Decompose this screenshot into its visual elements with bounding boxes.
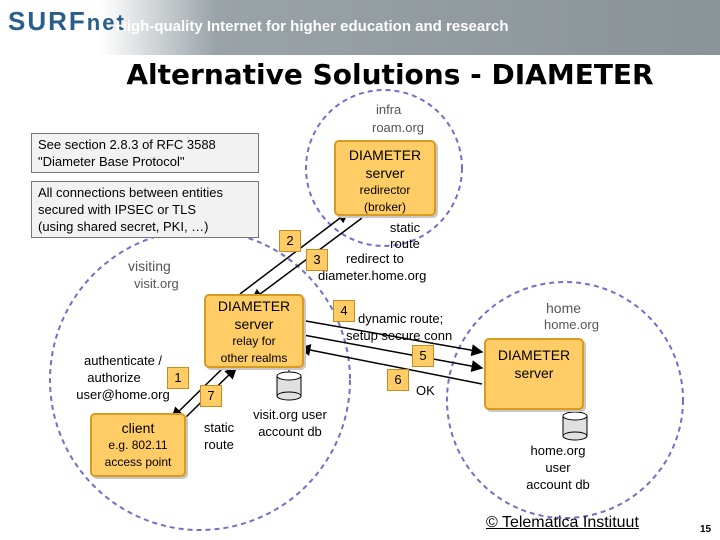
dynamic-route-label-1: dynamic route; — [358, 311, 444, 326]
broker-title-2: server — [365, 165, 405, 181]
static-route-infra-label: static route — [380, 220, 430, 252]
copyright-link[interactable]: © Telematica Instituut — [486, 514, 639, 531]
rfc-note: See section 2.8.3 of RFC 3588 "Diameter … — [31, 133, 259, 173]
static-route-infra-line1: static — [389, 220, 421, 235]
slide-title: Alternative Solutions - DIAMETER — [126, 58, 654, 91]
visit-title-2: server — [234, 316, 274, 332]
auth-line1: authenticate / — [83, 353, 163, 368]
visit-db-line2: account db — [258, 424, 322, 439]
logo-suffix: net — [86, 10, 126, 35]
step-7-badge: 7 — [200, 385, 222, 407]
security-note-line2: secured with IPSEC or TLS — [38, 202, 196, 217]
client-node[interactable]: client e.g. 802.11 access point — [90, 413, 186, 477]
home-db-line1: home.org — [530, 443, 586, 458]
page-number: 15 — [700, 524, 712, 535]
infra-domain-circle — [305, 89, 463, 247]
step-6-badge: 6 — [387, 369, 409, 391]
redirect-label-2: diameter.home.org — [318, 268, 427, 283]
static-route-client-line2: route — [204, 437, 234, 452]
surfnet-logo: SURFnet — [8, 6, 126, 37]
logo-text: SURF — [8, 6, 87, 36]
static-route-client-line1: static — [203, 420, 235, 435]
home-db-icon — [562, 411, 588, 441]
home-domain-circle — [446, 281, 684, 519]
security-note-line3: (using shared secret, PKI, …) — [38, 219, 209, 234]
auth-line2: authorize — [87, 370, 141, 385]
visit-title-1: DIAMETER — [217, 298, 291, 314]
client-sub-1: e.g. 802.11 — [108, 438, 168, 452]
authenticate-label: authenticate / authorize user@home.org — [68, 352, 178, 403]
visiting-label: visiting — [128, 258, 171, 274]
visit-db-line1: visit.org user — [253, 407, 327, 422]
redirect-label-1: redirect to — [346, 251, 404, 266]
home-server-node[interactable]: DIAMETER server — [484, 338, 584, 410]
link-visit-home-setup — [299, 319, 484, 357]
link-visit-home-request — [297, 333, 484, 372]
header-tagline: High-quality Internet for higher educati… — [116, 18, 509, 35]
link-home-visit-ok — [298, 344, 483, 385]
header-banner — [0, 0, 720, 55]
static-route-client-label: static route — [198, 419, 240, 453]
broker-sub-2: (broker) — [363, 200, 406, 214]
home-title-1: DIAMETER — [497, 347, 571, 363]
home-db-label: home.org user account db — [518, 442, 598, 493]
home-db-line3: account db — [526, 477, 590, 492]
infra-domain-label: roam.org — [372, 120, 425, 135]
link-visit-broker — [239, 211, 350, 295]
broker-title-1: DIAMETER — [348, 147, 422, 163]
step-1-badge: 1 — [167, 367, 189, 389]
client-title: client — [121, 420, 155, 436]
rfc-note-line2: "Diameter Base Protocol" — [38, 154, 185, 169]
step-3-badge: 3 — [306, 249, 328, 271]
link-visit-client — [170, 365, 226, 420]
auth-line3: user@home.org — [76, 387, 170, 402]
ok-label: OK — [416, 383, 435, 398]
broker-sub-1: redirector — [359, 183, 411, 197]
home-db-line2: user — [545, 460, 571, 475]
home-label: home — [546, 300, 582, 316]
visit-db-label: visit.org user account db — [244, 406, 336, 440]
visiting-domain-label: visit.org — [134, 276, 179, 291]
visit-db-icon — [276, 371, 302, 401]
home-domain-label: home.org — [544, 317, 599, 332]
visit-server-node[interactable]: DIAMETER server relay for other realms — [204, 294, 304, 368]
step-2-badge: 2 — [279, 230, 301, 252]
step-5-badge: 5 — [412, 345, 434, 367]
home-title-2: server — [514, 365, 554, 381]
dynamic-route-label-2: setup secure conn — [346, 328, 453, 343]
static-route-infra-line2: route — [390, 236, 420, 251]
broker-server-node[interactable]: DIAMETER server redirector (broker) — [334, 140, 436, 216]
client-sub-2: access point — [104, 455, 172, 469]
security-note-line1: All connections between entities — [38, 185, 224, 200]
visit-sub-1: relay for — [232, 334, 276, 348]
visit-sub-2: other realms — [220, 351, 288, 365]
security-note: All connections between entities secured… — [31, 181, 259, 238]
step-4-badge: 4 — [333, 300, 355, 322]
rfc-note-line1: See section 2.8.3 of RFC 3588 — [38, 137, 216, 152]
infra-label: infra — [376, 102, 402, 117]
